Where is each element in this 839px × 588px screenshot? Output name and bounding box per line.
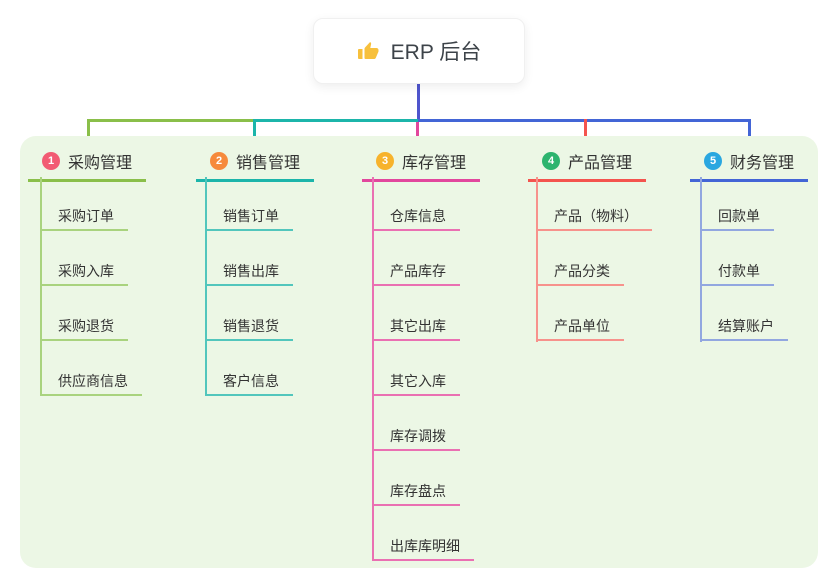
bran-4-child-2[interactable]: 产品单位 bbox=[536, 286, 624, 341]
root-node[interactable]: ERP 后台 bbox=[313, 18, 525, 84]
connector-root-drop bbox=[417, 82, 420, 122]
branch-1-children: 采购订单 采购入库 采购退货 供应商信息 bbox=[40, 176, 142, 396]
branch-5-child-0[interactable]: 回款单 bbox=[700, 176, 774, 231]
branch-2-child-3[interactable]: 客户信息 bbox=[205, 341, 293, 396]
branch-2-child-line bbox=[205, 177, 207, 396]
branch-2-child-2[interactable]: 销售退货 bbox=[205, 286, 293, 341]
branch-2-title[interactable]: 2 销售管理 bbox=[196, 149, 314, 182]
branch-3-child-6[interactable]: 出库库明细 bbox=[372, 506, 474, 561]
branch-3-child-1[interactable]: 产品库存 bbox=[372, 231, 460, 286]
branch-1-title[interactable]: 1 采购管理 bbox=[28, 149, 146, 182]
connector-drop-branch-1 bbox=[87, 119, 90, 150]
branch-1-badge: 1 bbox=[42, 152, 60, 170]
branch-4-badge: 4 bbox=[542, 152, 560, 170]
branch-1-child-3[interactable]: 供应商信息 bbox=[40, 341, 142, 396]
branch-3-label: 库存管理 bbox=[402, 155, 467, 172]
connector-drop-branch-2 bbox=[253, 119, 256, 150]
branch-4-child-1[interactable]: 产品分类 bbox=[536, 231, 624, 286]
branch-4-title[interactable]: 4 产品管理 bbox=[528, 149, 646, 182]
branch-1-child-1[interactable]: 采购入库 bbox=[40, 231, 128, 286]
branch-2-child-1[interactable]: 销售出库 bbox=[205, 231, 293, 286]
connector-drop-branch-4 bbox=[584, 119, 587, 150]
branch-5-child-line bbox=[700, 177, 702, 342]
branch-2-child-0[interactable]: 销售订单 bbox=[205, 176, 293, 231]
branch-4-children: 产品（物料） 产品分类 产品单位 bbox=[536, 176, 652, 341]
branch-1-label: 采购管理 bbox=[68, 155, 133, 172]
branch-3-child-0[interactable]: 仓库信息 bbox=[372, 176, 460, 231]
branch-1-child-2[interactable]: 采购退货 bbox=[40, 286, 128, 341]
branch-5-badge: 5 bbox=[704, 152, 722, 170]
branch-3-title[interactable]: 3 库存管理 bbox=[362, 149, 480, 182]
branch-3-child-2[interactable]: 其它出库 bbox=[372, 286, 460, 341]
branch-1-child-0[interactable]: 采购订单 bbox=[40, 176, 128, 231]
connector-bus-branch-1 bbox=[87, 119, 255, 122]
branch-5-title[interactable]: 5 财务管理 bbox=[690, 149, 808, 182]
connector-drop-branch-5 bbox=[748, 119, 751, 150]
branches-panel bbox=[20, 136, 818, 568]
branch-2-children: 销售订单 销售出库 销售退货 客户信息 bbox=[205, 176, 293, 396]
branch-1-child-line bbox=[40, 177, 42, 396]
branch-3-child-line bbox=[372, 177, 374, 561]
branch-3-child-5[interactable]: 库存盘点 bbox=[372, 451, 460, 506]
branch-3-child-3[interactable]: 其它入库 bbox=[372, 341, 460, 396]
branch-2-label: 销售管理 bbox=[236, 155, 301, 172]
branch-4-child-line bbox=[536, 177, 538, 342]
branch-5-child-1[interactable]: 付款单 bbox=[700, 231, 774, 286]
branch-4-label: 产品管理 bbox=[568, 155, 633, 172]
branch-4-child-0[interactable]: 产品（物料） bbox=[536, 176, 652, 231]
branch-5-child-2[interactable]: 结算账户 bbox=[700, 286, 788, 341]
thumbs-up-icon bbox=[357, 39, 381, 63]
branch-5-label: 财务管理 bbox=[730, 155, 795, 172]
root-label: ERP 后台 bbox=[390, 41, 482, 64]
branch-5-children: 回款单 付款单 结算账户 bbox=[700, 176, 788, 341]
branch-3-children: 仓库信息 产品库存 其它出库 其它入库 库存调拨 库存盘点 出库库明细 bbox=[372, 176, 474, 561]
branch-3-child-4[interactable]: 库存调拨 bbox=[372, 396, 460, 451]
branch-3-badge: 3 bbox=[376, 152, 394, 170]
connector-bus-branch-2 bbox=[253, 119, 418, 122]
branch-2-badge: 2 bbox=[210, 152, 228, 170]
